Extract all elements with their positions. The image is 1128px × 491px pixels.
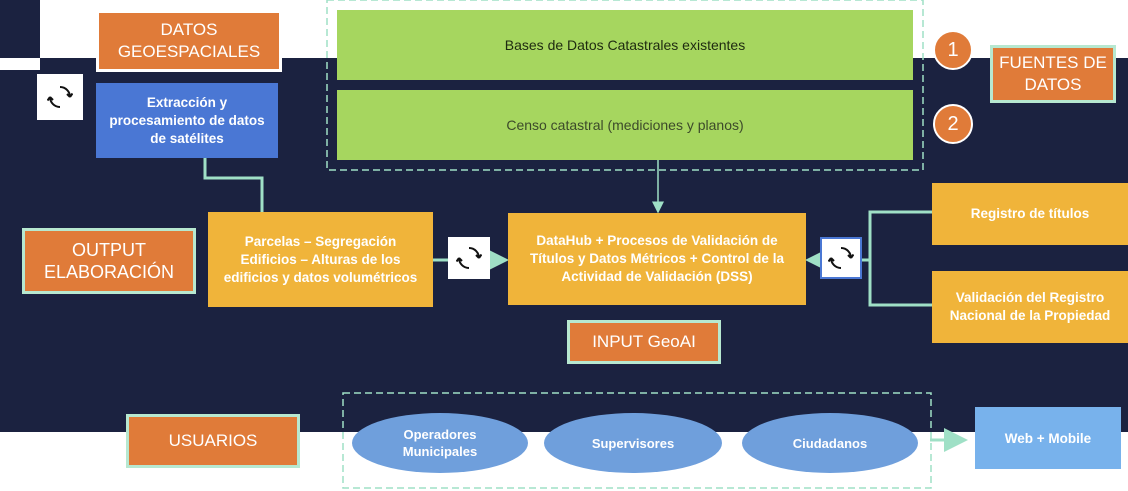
ciudadanos-ellipse: Ciudadanos — [742, 413, 918, 473]
censo-text: Censo catastral (mediciones y planos) — [506, 117, 744, 133]
bases-datos-text: Bases de Datos Catastrales existentes — [504, 37, 746, 53]
parcelas-box: Parcelas – Segregación Edificios – Altur… — [208, 212, 433, 307]
input-geoai-label: INPUT GeoAI — [567, 320, 721, 364]
output-elaboracion-label: OUTPUT ELABORACIÓN — [22, 228, 196, 294]
fuentes-datos-label: FUENTES DE DATOS — [990, 45, 1116, 103]
validacion-registro-box: Validación del Registro Nacional de la P… — [932, 271, 1128, 343]
registro-titulos-box: Registro de títulos — [932, 183, 1128, 245]
background-notch-left — [0, 58, 40, 70]
usuarios-label: USUARIOS — [126, 414, 300, 468]
supervisores-ellipse: Supervisores — [544, 413, 722, 473]
datahub-box: DataHub + Procesos de Validación de Títu… — [508, 213, 806, 305]
number-one-badge: 1 — [933, 30, 973, 70]
sync-icon — [448, 237, 490, 279]
extraccion-box: Extracción y procesamiento de datos de s… — [96, 83, 278, 158]
sync-icon — [37, 74, 83, 120]
bases-datos-box: Bases de Datos Catastrales existentes — [337, 10, 913, 80]
censo-box: Censo catastral (mediciones y planos) — [337, 90, 913, 160]
number-two-badge: 2 — [933, 104, 973, 144]
datos-geoespaciales-label: DATOS GEOESPACIALES — [96, 10, 282, 72]
sync-icon — [820, 237, 862, 279]
operadores-ellipse: Operadores Municipales — [352, 413, 528, 473]
web-mobile-box: Web + Mobile — [975, 407, 1121, 469]
